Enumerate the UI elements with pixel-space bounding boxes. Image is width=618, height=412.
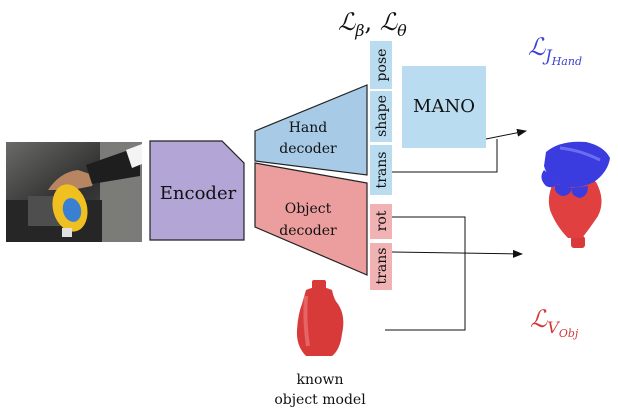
hand-decoder-block: Hand decoder xyxy=(254,84,368,176)
encoder-label: Encoder xyxy=(160,183,237,204)
known-object-model-bottle xyxy=(296,280,344,356)
known-object-model-label-line1: known xyxy=(297,372,344,388)
mano-label: MANO xyxy=(413,96,475,117)
input-image xyxy=(6,142,142,242)
shape-param-label: shape xyxy=(374,95,390,137)
encoder-block: Encoder xyxy=(149,140,245,241)
object-params-column: rot trans xyxy=(370,204,392,290)
object-trans-param-label: trans xyxy=(374,248,390,285)
hand-trans-param-box xyxy=(370,145,392,195)
shape-param-box xyxy=(370,91,392,142)
object-vertex-loss-label: ℒVObj xyxy=(530,305,579,340)
connectors xyxy=(385,128,527,331)
hand-trans-to-mano-line xyxy=(392,139,498,173)
object-decoder-block: Object decoder xyxy=(254,162,368,276)
object-trans-param-box xyxy=(370,243,392,290)
rot-to-object-line xyxy=(385,216,466,331)
known-object-model-label-line2: object model xyxy=(274,392,366,408)
mano-block: MANO xyxy=(402,66,486,148)
shape-pose-loss-label: ℒβ, ℒθ xyxy=(338,8,407,40)
pose-param-label: pose xyxy=(374,49,390,82)
output-hand-mesh xyxy=(541,141,610,198)
object-decoder-label-line2: decoder xyxy=(279,223,337,239)
object-decoder-label-line1: Object xyxy=(285,201,332,217)
rot-param-box xyxy=(370,204,392,239)
hand-trans-param-label: trans xyxy=(374,152,390,189)
hand-decoder-label-line2: decoder xyxy=(279,141,337,157)
object-trans-to-object-mesh-arrow xyxy=(391,249,523,258)
pose-param-box xyxy=(370,41,392,89)
mano-to-hand-mesh-arrow xyxy=(485,128,527,140)
hand-params-column: pose shape trans xyxy=(370,41,392,195)
hand-decoder-label-line1: Hand xyxy=(289,120,328,136)
rot-param-label: rot xyxy=(374,210,390,231)
hand-joint-loss-label: ℒJHand xyxy=(528,33,582,68)
